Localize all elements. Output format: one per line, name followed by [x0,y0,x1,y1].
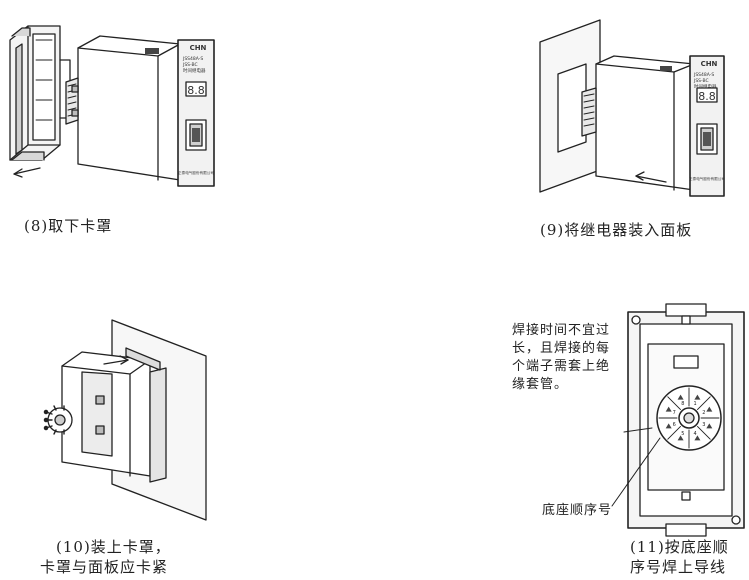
pull-arrow [13,167,41,175]
step10-caption-line1: (10)装上卡罩， [56,538,171,556]
socket-number-labels: 12 34 56 78 [673,401,706,437]
insert-arrow [635,175,667,183]
octal-socket: 12 34 56 78 [656,385,722,451]
base-order-label: 底座顺序号 [542,503,613,518]
socket-sectors [658,387,720,449]
socket-terminal [677,435,684,441]
socket-number: 4 [694,431,697,437]
solder-note-line4: 缘套管。 [512,377,569,392]
detached-cover [9,25,71,161]
arrow-head-icon [13,168,23,178]
socket-terminal [706,406,713,412]
socket-terminal [706,423,713,429]
socket-pins [43,405,73,435]
solder-note-line1: 焊接时间不宜过 [512,323,611,338]
solder-note-leader [623,427,653,433]
socket-number: 6 [673,422,676,428]
panel-cutout [557,63,587,153]
step11-illustration: 12 34 56 78 [611,303,745,537]
socket-number: 1 [694,401,697,407]
attach-arrow [103,359,129,365]
step8-caption: (8)取下卡罩 [24,217,113,235]
step9-caption: (9)将继电器装入面板 [540,221,693,239]
socket-number: 7 [673,410,676,416]
socket-terminal [665,406,672,412]
step9-illustration [539,19,725,197]
socket-number: 8 [681,401,684,407]
relay-body [65,35,181,181]
socket-divider [697,426,711,440]
solder-note-line2: 长，且焊接的每 [512,341,611,356]
socket-terminal [665,423,672,429]
socket-divider [697,396,711,410]
arrow-head-icon-2 [635,171,645,181]
socket-terminal [694,435,701,441]
socket-terminal [677,394,684,400]
socket-divider [667,426,681,440]
step11-caption-line2: 序号焊上导线 [630,558,727,576]
socket-number: 2 [702,410,705,416]
step8-illustration [9,25,215,187]
socket-terminal [694,394,701,400]
solder-note: 焊接时间不宜过 长，且焊接的每 个端子需套上绝 缘套管。 [512,322,610,394]
arrow-head-icon-3 [119,355,129,365]
base-order-leader [611,437,661,507]
solder-note-line3: 个端子需套上绝 [512,359,611,374]
socket-number: 3 [702,422,705,428]
socket-divider [667,396,681,410]
socket-number: 5 [681,431,684,437]
step10-illustration [43,319,207,521]
step10-caption-line2: 卡罩与面板应卡紧 [40,558,169,576]
step11-caption-line1: (11)按底座顺 [630,538,729,556]
relay-front-panel-2 [689,55,725,197]
relay-front-panel [177,39,215,187]
